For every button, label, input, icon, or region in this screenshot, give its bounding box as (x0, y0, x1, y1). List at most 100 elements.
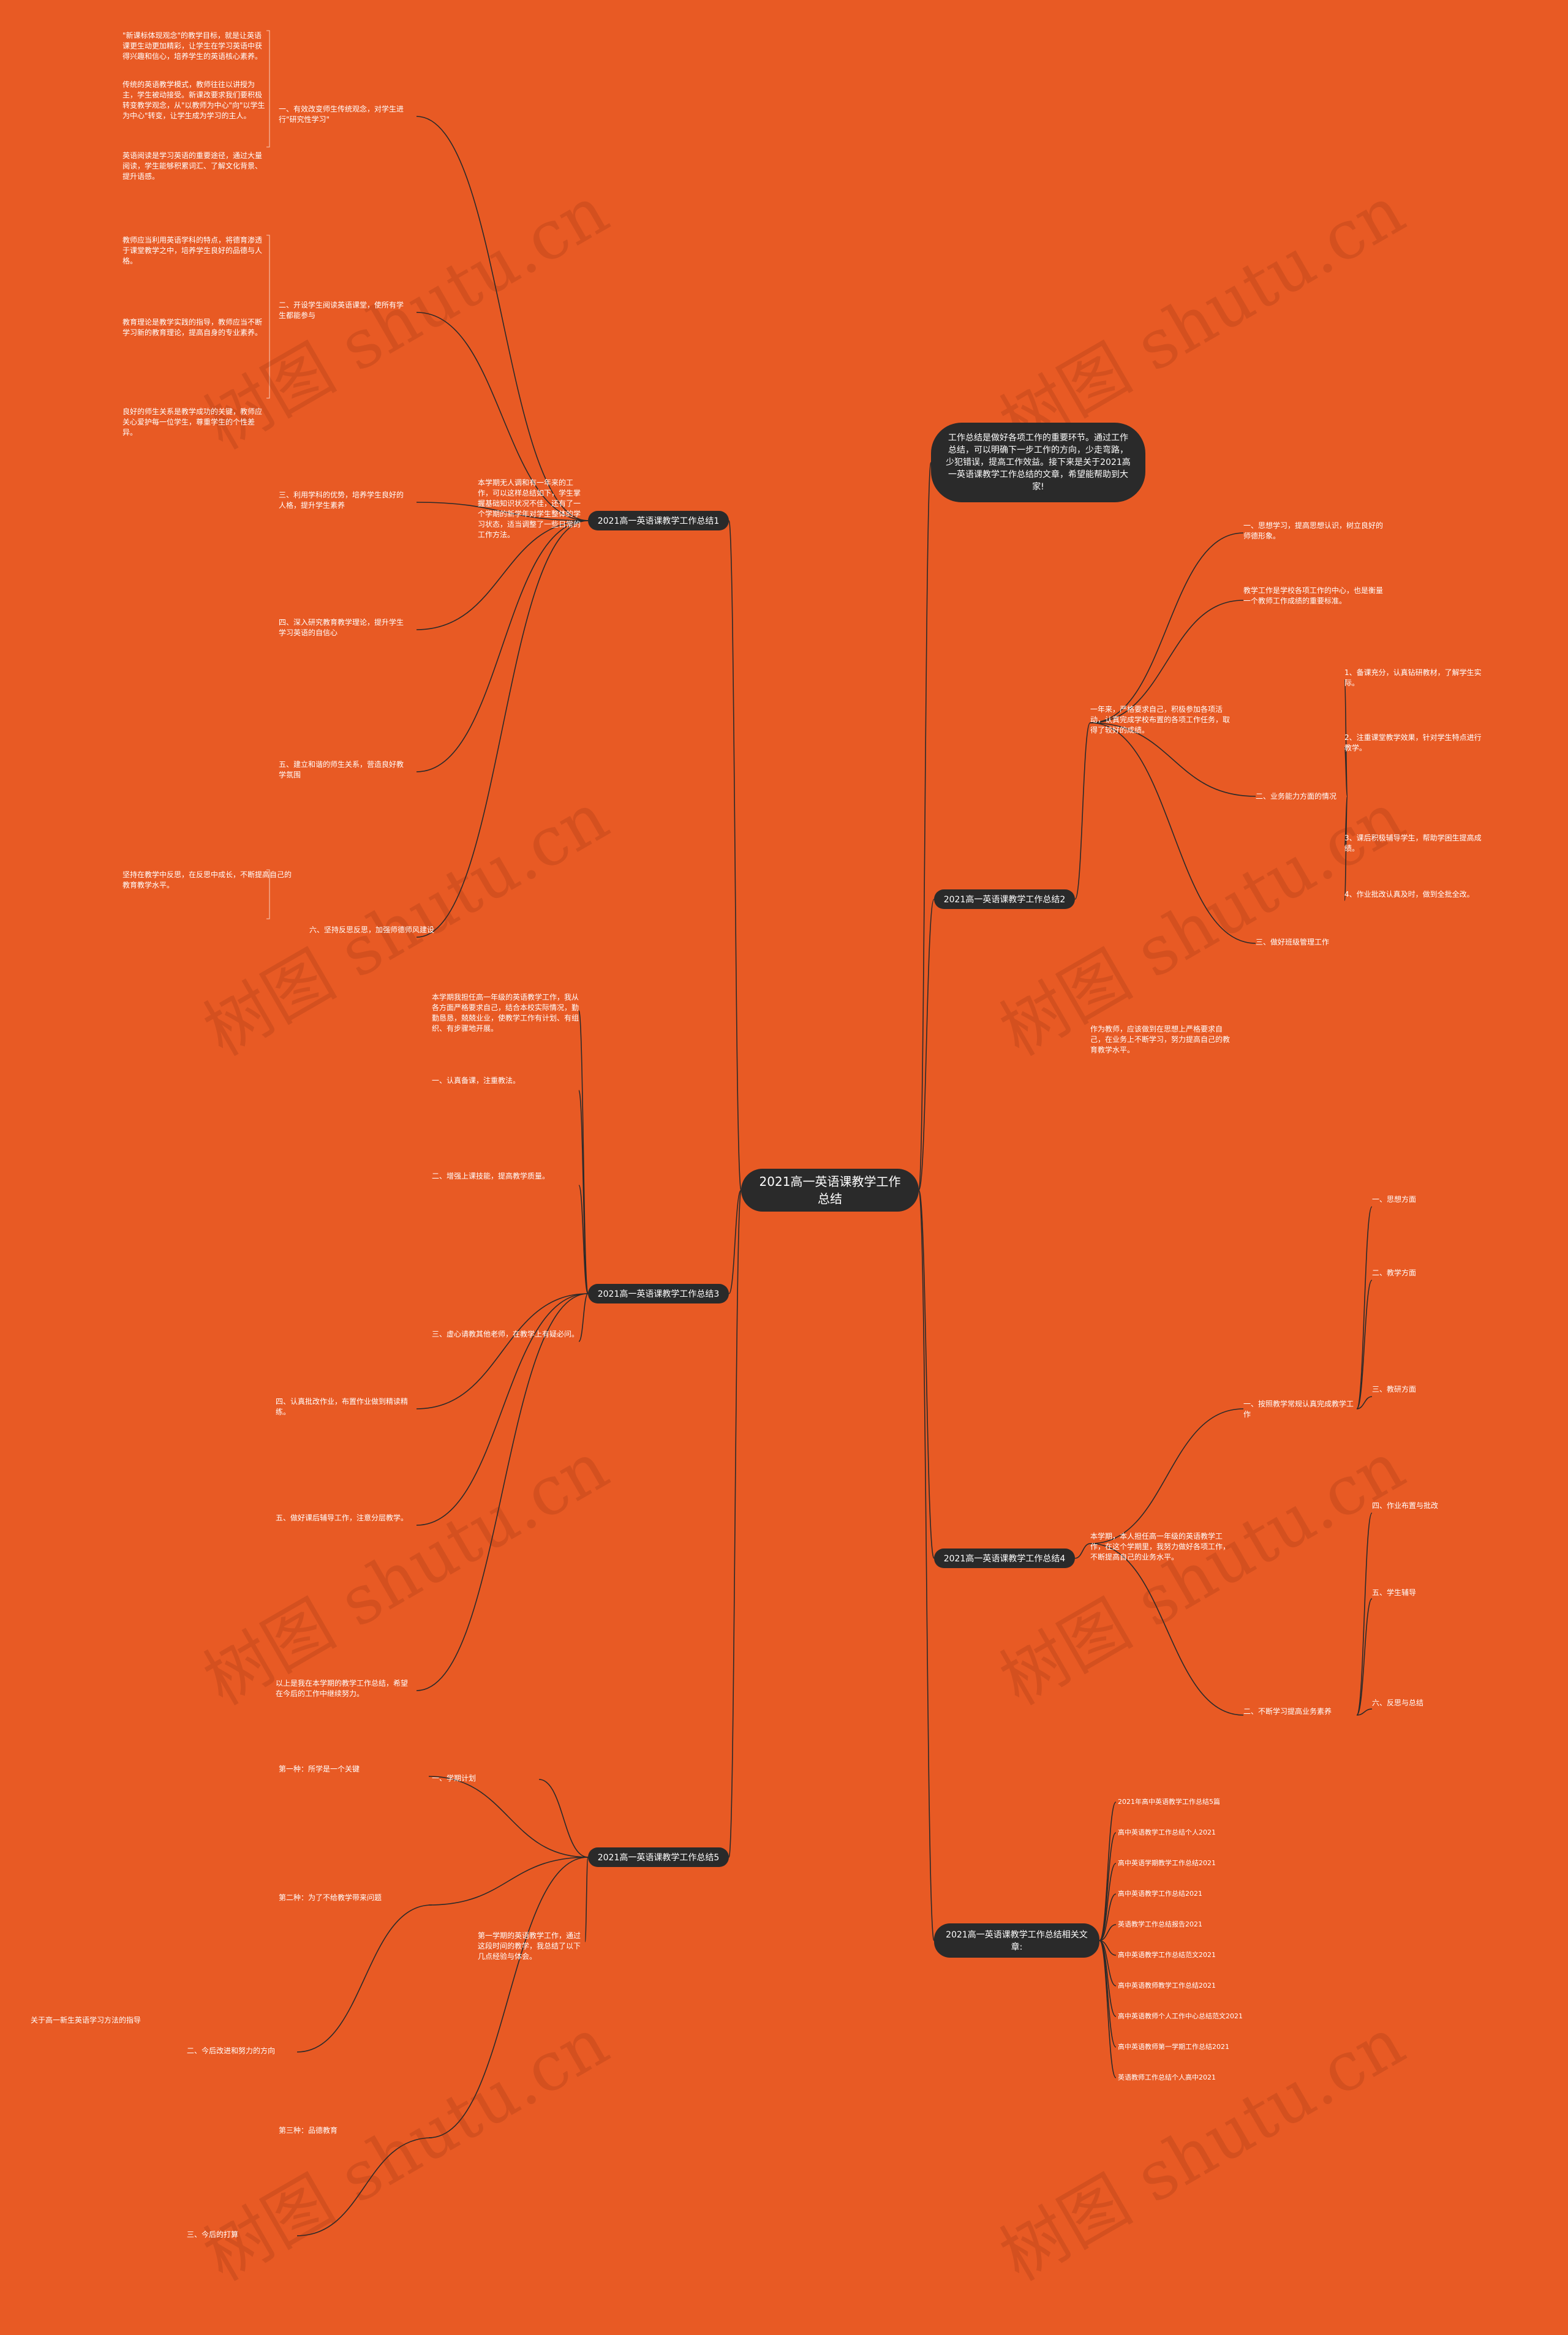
related-article-link[interactable]: 英语教学工作总结报告2021 (1118, 1920, 1202, 1928)
b4-sub-2: 二、不断学习提高业务素养 (1243, 1707, 1332, 1716)
connector-line (1356, 1280, 1373, 1409)
b2-close: 作为教师，应该做到在思想上严格要求自己，在业务上不断学习，努力提高自己的教育教学… (1090, 1025, 1231, 1054)
b5-note: 第三种：品德教育 (279, 2126, 338, 2135)
b2-leaf: 3、课后积极辅导学生，帮助学困生提高成绩。 (1344, 834, 1482, 853)
b4-note: 五、学生辅导 (1372, 1588, 1417, 1597)
b2-note: 教学工作是学校各项工作的中心，也是衡量一个教师工作成绩的重要标准。 (1243, 586, 1384, 605)
related-article-link[interactable]: 高中英语教师第一学期工作总结2021 (1118, 2043, 1229, 2051)
root-node[interactable]: 2021高一英语课教学工作总结 (741, 1169, 919, 1212)
connector-line (1099, 1940, 1117, 2048)
b4-note: 六、反思与总结 (1372, 1699, 1424, 1707)
connector-line (428, 1857, 589, 2138)
b5-intro: 第一学期的英语教学工作，通过这段时间的教学，我总结了以下几点经验与体会。 (478, 1931, 581, 1961)
connector-line (918, 899, 935, 1191)
connector-line (1090, 532, 1244, 723)
branch-1[interactable]: 2021高一英语课教学工作总结1 (588, 511, 729, 530)
b3-note: 一、认真备课，注重教法。 (432, 1076, 521, 1085)
connector-line (416, 312, 589, 521)
connector-line (416, 1293, 589, 1526)
related-article-link[interactable]: 高中英语教学工作总结2021 (1118, 1890, 1202, 1898)
connector-line (1090, 722, 1256, 944)
b1-sub-3: 三、利用学科的优势，培养学生良好的人格，提升学生素养 (279, 491, 404, 510)
b3-intro: 本学期我担任高一年级的英语教学工作，我从各方面严格要求自己，结合本校实际情况，勤… (432, 993, 579, 1033)
connector-line (296, 2137, 432, 2236)
bracket-line (266, 235, 270, 399)
connector-line (728, 520, 742, 1191)
b2-intro: 一年来，严格要求自己，积极参加各项活动，认真完成学校布置的各项工作任务，取得了较… (1090, 705, 1231, 734)
branch-3[interactable]: 2021高一英语课教学工作总结3 (588, 1284, 729, 1303)
connector-line (918, 1190, 935, 1941)
branch-6[interactable]: 2021高一英语课教学工作总结相关文章: (934, 1923, 1099, 1958)
connector-line (1099, 1940, 1117, 2078)
branch-2[interactable]: 2021高一英语课教学工作总结2 (934, 889, 1075, 909)
connector-line (1356, 1708, 1373, 1716)
connector-line (728, 1190, 742, 1858)
connector-line (1074, 1543, 1091, 1559)
b5-note: 关于高一新生英语学习方法的指导 (31, 2016, 141, 2024)
b1-note: 坚持在教学中反思，在反思中成长，不断提高自己的教育教学水平。 (123, 870, 292, 889)
bracket-line (266, 30, 270, 148)
related-article-link[interactable]: 高中英语教师个人工作中心总结范文2021 (1118, 2012, 1243, 2020)
related-article-link[interactable]: 高中英语学期教学工作总结2021 (1118, 1859, 1216, 1867)
related-article-link[interactable]: 高中英语教师教学工作总结2021 (1118, 1982, 1216, 1990)
b5-sub-3: 三、今后的打算 (187, 2230, 239, 2239)
connector-line (918, 1190, 935, 1559)
b1-sub-6: 六、坚持反思反思，加强师德师风建设 (309, 926, 435, 934)
b1-sub-1: 一、有效改变师生传统观念，对学生进行"研究性学习" (279, 105, 404, 124)
connector-line (1099, 1893, 1117, 1941)
related-article-link[interactable]: 高中英语教学工作总结个人2021 (1118, 1828, 1216, 1836)
b2-end: 三、做好班级管理工作 (1256, 938, 1330, 946)
b2-leaf: 4、作业批改认真及时，做到全批全改。 (1344, 890, 1474, 899)
related-article-link[interactable]: 高中英语教学工作总结范文2021 (1118, 1951, 1216, 1959)
b3-note: 四、认真批改作业，布置作业做到精读精练。 (276, 1397, 409, 1416)
connector-line (728, 1190, 742, 1294)
connector-line (1099, 1924, 1117, 1941)
connector-line (416, 1293, 589, 1691)
bracket-line (266, 869, 270, 919)
connector-line (1074, 722, 1091, 900)
connector-line (416, 116, 589, 521)
connector-line (1090, 1543, 1244, 1716)
connector-line (296, 1904, 432, 2053)
b1-note: 教育理论是教学实践的指导，教师应当不断学习新的教育理论，提高自身的专业素养。 (123, 318, 263, 337)
connector-line (1344, 796, 1348, 901)
related-article-link[interactable]: 英语教师工作总结个人高中2021 (1118, 2073, 1216, 2081)
connector-line (578, 1185, 589, 1294)
connector-line (578, 1293, 589, 1342)
b4-sub-1: 一、按照教学常规认真完成教学工作 (1243, 1400, 1354, 1419)
b2-leaf: 1、备课充分，认真钻研教材，了解学生实际。 (1344, 668, 1482, 687)
connector-line (416, 520, 589, 938)
b1-sub-2: 二、开设学生阅读英语课堂，使所有学生都能参与 (279, 301, 404, 320)
connector-line (1099, 1863, 1117, 1941)
branch-5[interactable]: 2021高一英语课教学工作总结5 (588, 1847, 729, 1867)
connector-line (416, 502, 589, 521)
connector-line (428, 1776, 589, 1858)
connector-line (918, 462, 932, 1191)
b1-sub-4: 四、深入研究教育教学理论，提升学生学习英语的自信心 (279, 618, 404, 637)
connector-line (584, 1857, 589, 1942)
b3-note: 三、虚心请教其他老师，在教学上有疑必问。 (432, 1330, 579, 1338)
connector-line (416, 520, 589, 772)
b1-note: 良好的师生关系是教学成功的关键，教师应关心爱护每一位学生，尊重学生的个性差异。 (123, 407, 263, 437)
b3-note: 以上是我在本学期的教学工作总结，希望在今后的工作中继续努力。 (276, 1679, 409, 1698)
b5-sub-1: 一、学期计划 (432, 1774, 477, 1782)
connector-line (416, 520, 589, 630)
intro-node[interactable]: 工作总结是做好各项工作的重要环节。通过工作总结，可以明确下一步工作的方向，少走弯… (931, 423, 1145, 502)
b3-note: 五、做好课后辅导工作，注意分层教学。 (276, 1514, 409, 1522)
connector-line (1356, 1598, 1373, 1716)
branch-4[interactable]: 2021高一英语课教学工作总结4 (934, 1548, 1075, 1568)
b1-note: 教师应当利用英语学科的特点，将德育渗透于课堂教学之中，培养学生良好的品德与人格。 (123, 236, 263, 265)
b1-intro: 本学期无人调和有一年来的工作，可以这样总结如下，学生掌握基础知识状况不佳，还有了… (478, 478, 581, 539)
b4-note: 二、教学方面 (1372, 1269, 1417, 1277)
b4-note: 四、作业布置与批改 (1372, 1501, 1439, 1510)
connector-line (1344, 747, 1348, 797)
b4-note: 一、思想方面 (1372, 1195, 1417, 1204)
connector-line (1090, 1408, 1244, 1544)
b1-note: 英语阅读是学习英语的重要途径，通过大量阅读，学生能够积累词汇、了解文化背景、提升… (123, 151, 263, 181)
connector-line (1099, 1832, 1117, 1941)
related-article-link[interactable]: 2021年高中英语教学工作总结5篇 (1118, 1798, 1220, 1806)
b5-note: 第一种：所学是一个关键 (279, 1765, 360, 1773)
b1-sub-5: 五、建立和谐的师生关系，营造良好教学氛围 (279, 760, 404, 779)
